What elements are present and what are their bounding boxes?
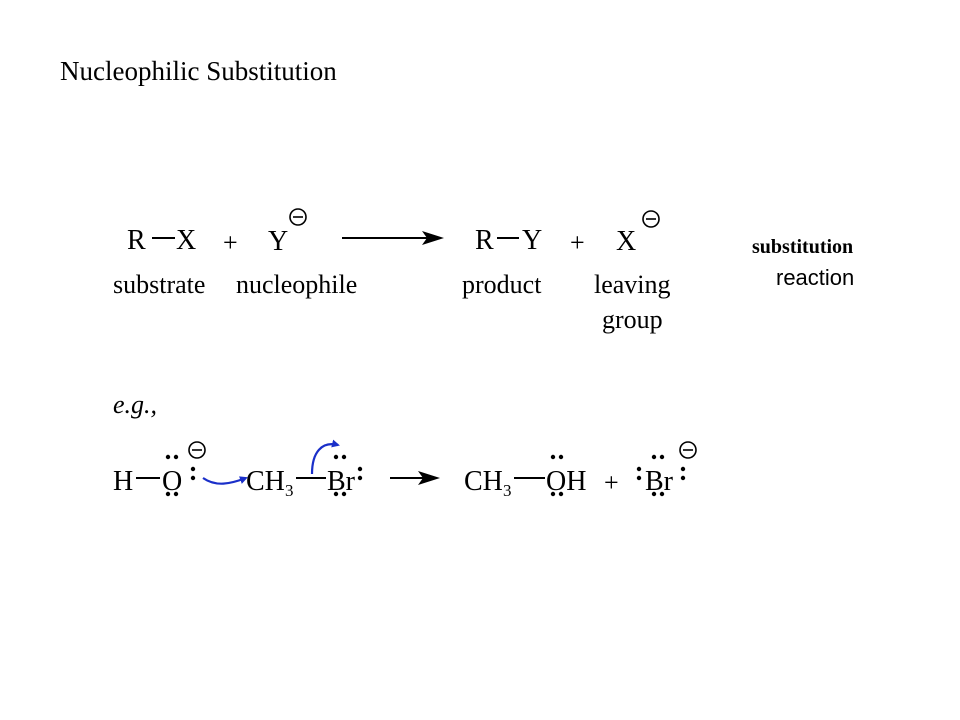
label-nucleophile: nucleophile (236, 270, 357, 299)
label-group: group (602, 305, 663, 334)
lone-pair-dots (165, 454, 196, 497)
label-leaving: leaving (594, 270, 671, 299)
example-reaction: e.g., H O CH 3 Br (113, 390, 697, 500)
bromide-br: Br (645, 466, 674, 497)
general-reaction: R X + Y R Y + X substrate nuc (113, 208, 671, 334)
substrate-x: X (176, 225, 196, 256)
curved-arrow-icon (202, 476, 248, 485)
curved-arrow-icon (310, 439, 340, 475)
negative-charge-icon (188, 441, 206, 459)
side-label-reaction: reaction (776, 265, 855, 290)
methyl-br: Br (327, 466, 356, 497)
negative-charge-icon (679, 441, 697, 459)
hydroxide-o: O (162, 466, 182, 497)
slide-title: Nucleophilic Substitution (60, 56, 337, 86)
label-product: product (462, 270, 542, 299)
eg-label: e.g., (113, 390, 157, 419)
hydroxide-h: H (113, 466, 133, 497)
reaction-arrow (342, 231, 444, 245)
negative-charge-icon (642, 210, 660, 228)
methyl-subscript: 3 (285, 481, 294, 500)
negative-charge-icon (289, 208, 307, 226)
plus-sign-3: + (604, 468, 619, 497)
substrate-r: R (127, 225, 146, 256)
plus-sign-2: + (570, 228, 585, 257)
product-y: Y (522, 225, 542, 256)
side-label-substitution: substitution (752, 236, 854, 258)
product-r: R (475, 225, 494, 256)
lone-pair-dots (550, 454, 564, 497)
leaving-x: X (616, 226, 636, 257)
nucleophile-y: Y (268, 226, 288, 257)
methanol-ch: CH (464, 466, 503, 497)
lone-pair-dots (636, 454, 686, 497)
label-substrate: substrate (113, 270, 205, 299)
methanol-subscript: 3 (503, 481, 512, 500)
reaction-arrow (390, 471, 440, 485)
methyl-ch: CH (246, 466, 285, 497)
plus-sign-1: + (223, 228, 238, 257)
lone-pair-dots (333, 454, 363, 497)
